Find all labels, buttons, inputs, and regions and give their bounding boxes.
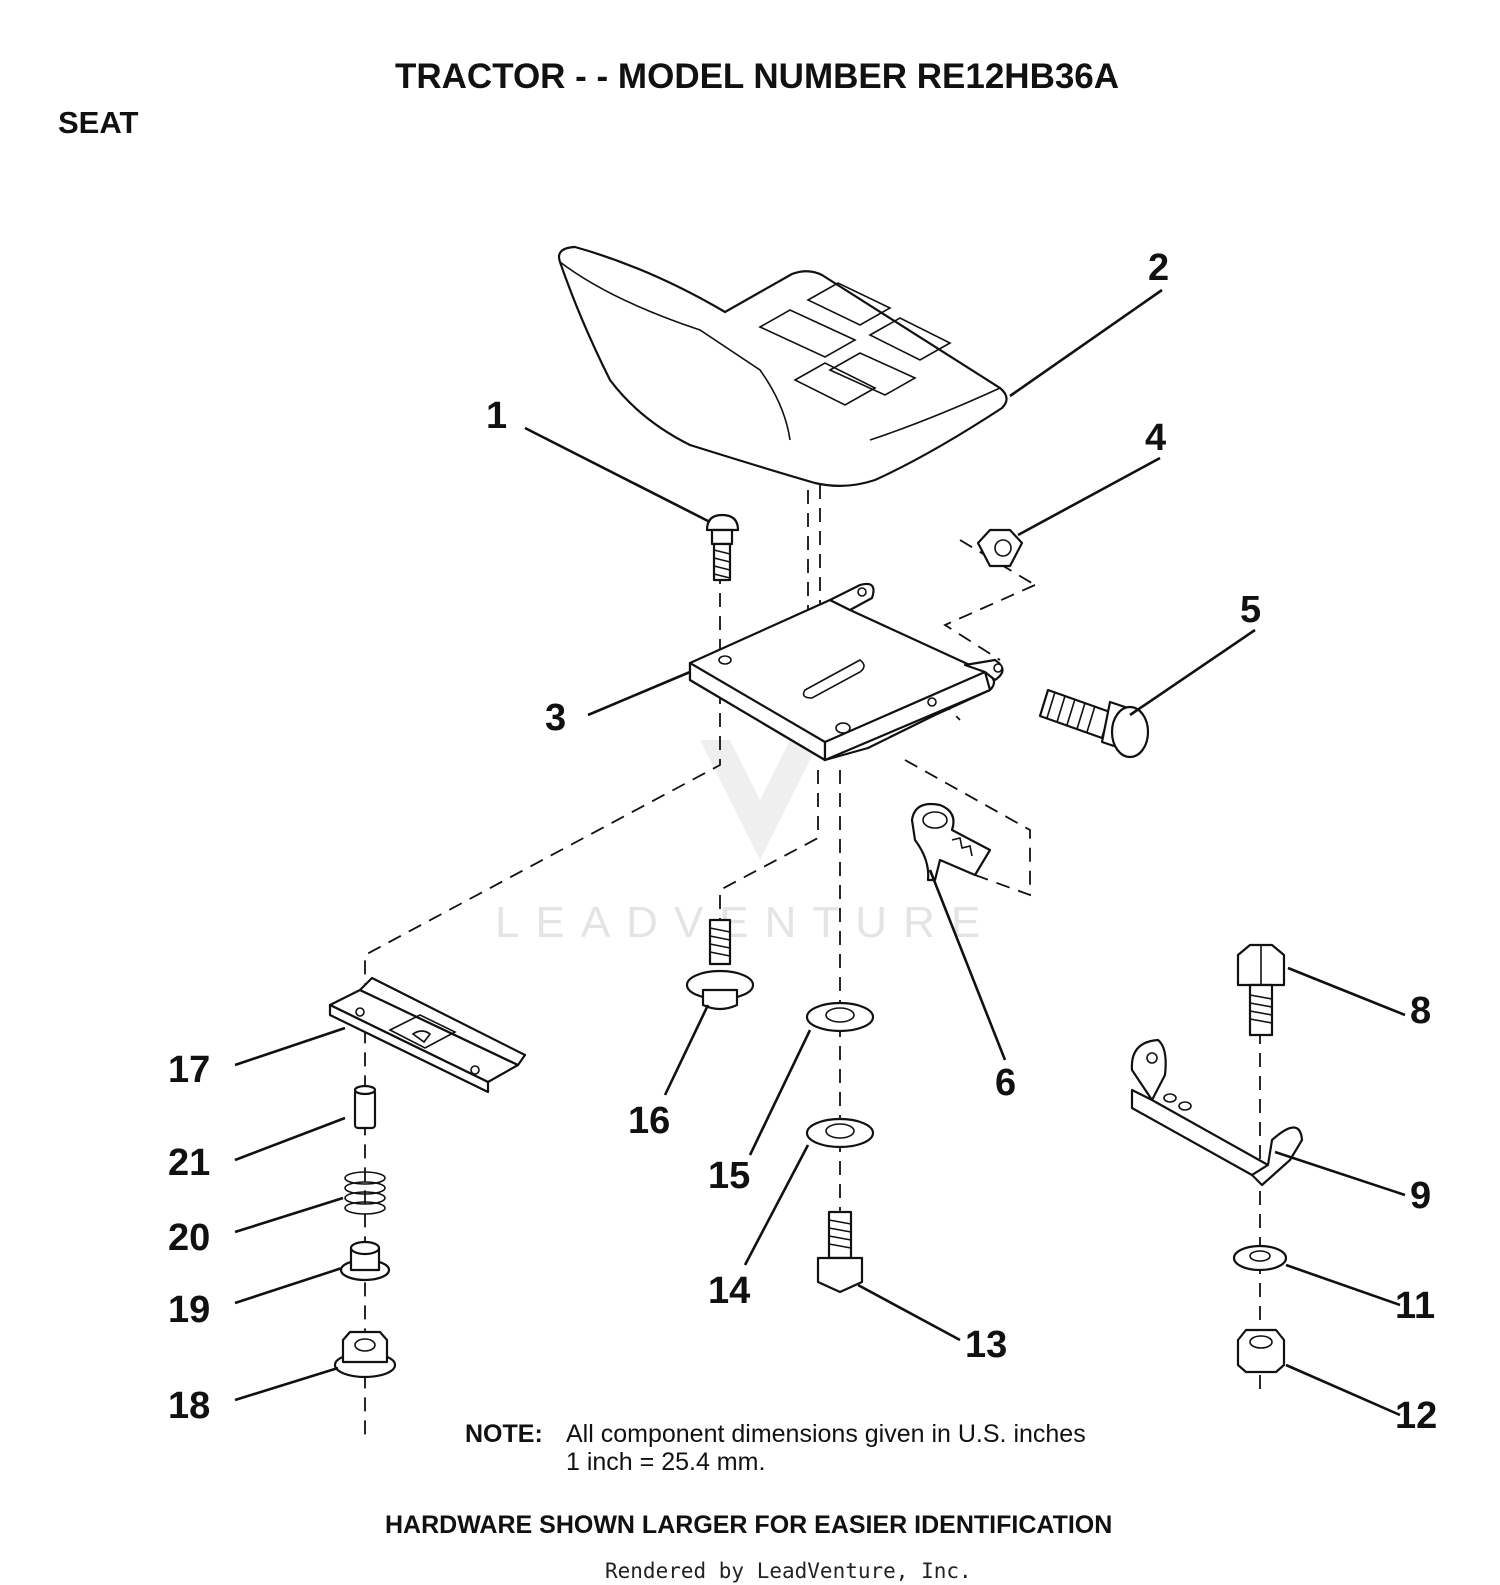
ref-number-16: 16 (628, 1100, 670, 1142)
ref-number-3: 3 (545, 697, 566, 739)
ref-number-9: 9 (1410, 1175, 1431, 1217)
ref-number-1: 1 (486, 395, 507, 437)
section-title: SEAT (58, 105, 138, 140)
ref-number-20: 20 (168, 1217, 210, 1259)
slide-rail-part (328, 976, 527, 1094)
flange-screw-part (685, 918, 755, 1011)
knob-part (339, 1240, 391, 1282)
watermark-text: LEADVENTURE (495, 898, 996, 947)
seat-part (557, 245, 1008, 487)
rendered-by-credit: Rendered by LeadVenture, Inc. (605, 1559, 972, 1583)
ref-number-6: 6 (995, 1062, 1016, 1104)
ref-number-5: 5 (1240, 589, 1261, 631)
hex-bolt-13-part (816, 1210, 864, 1294)
carriage-bolt-part (705, 513, 740, 582)
hardware-footer: HARDWARE SHOWN LARGER FOR EASIER IDENTIF… (385, 1511, 1112, 1539)
seat-pan-part (688, 582, 1004, 762)
ref-number-17: 17 (168, 1049, 210, 1091)
flange-nut-part (333, 1330, 397, 1379)
ref-number-19: 19 (168, 1289, 210, 1331)
seat-grips (758, 282, 952, 406)
ref-number-8: 8 (1410, 990, 1431, 1032)
leadventure-watermark: LEADVENTURE (495, 650, 996, 947)
note-line-1: All component dimensions given in U.S. i… (566, 1420, 1086, 1448)
lock-nut-part (1236, 1328, 1286, 1374)
ref-number-12: 12 (1395, 1395, 1437, 1437)
washer-14-part (805, 1117, 875, 1149)
ref-number-2: 2 (1148, 247, 1169, 289)
page-title: TRACTOR - - MODEL NUMBER RE12HB36A (395, 57, 1119, 96)
hex-bolt-8-part (1236, 943, 1286, 1037)
ref-number-15: 15 (708, 1155, 750, 1197)
washer-11-part (1232, 1244, 1288, 1272)
pin-part (353, 1084, 377, 1130)
ref-number-14: 14 (708, 1270, 750, 1312)
spring-part (344, 1171, 386, 1215)
ref-number-4: 4 (1145, 417, 1166, 459)
ref-number-11: 11 (1395, 1285, 1435, 1327)
ref-number-18: 18 (168, 1385, 210, 1427)
bracket-part (1130, 1038, 1304, 1187)
leader-lines (234, 288, 1406, 1417)
note-label: NOTE: (465, 1420, 543, 1448)
ref-number-13: 13 (965, 1324, 1007, 1366)
hex-nut-part (976, 528, 1024, 568)
clip-part (910, 802, 992, 882)
shoulder-bolt-part (1038, 688, 1150, 759)
ref-number-21: 21 (168, 1142, 210, 1184)
washer-15-part (805, 1001, 875, 1033)
reference-numbers: 1 2 3 4 5 6 8 9 11 12 13 14 15 16 17 18 … (168, 247, 1437, 1437)
note-line-2: 1 inch = 25.4 mm. (566, 1448, 765, 1476)
dimension-note: NOTE: All component dimensions given in … (465, 1420, 1086, 1476)
